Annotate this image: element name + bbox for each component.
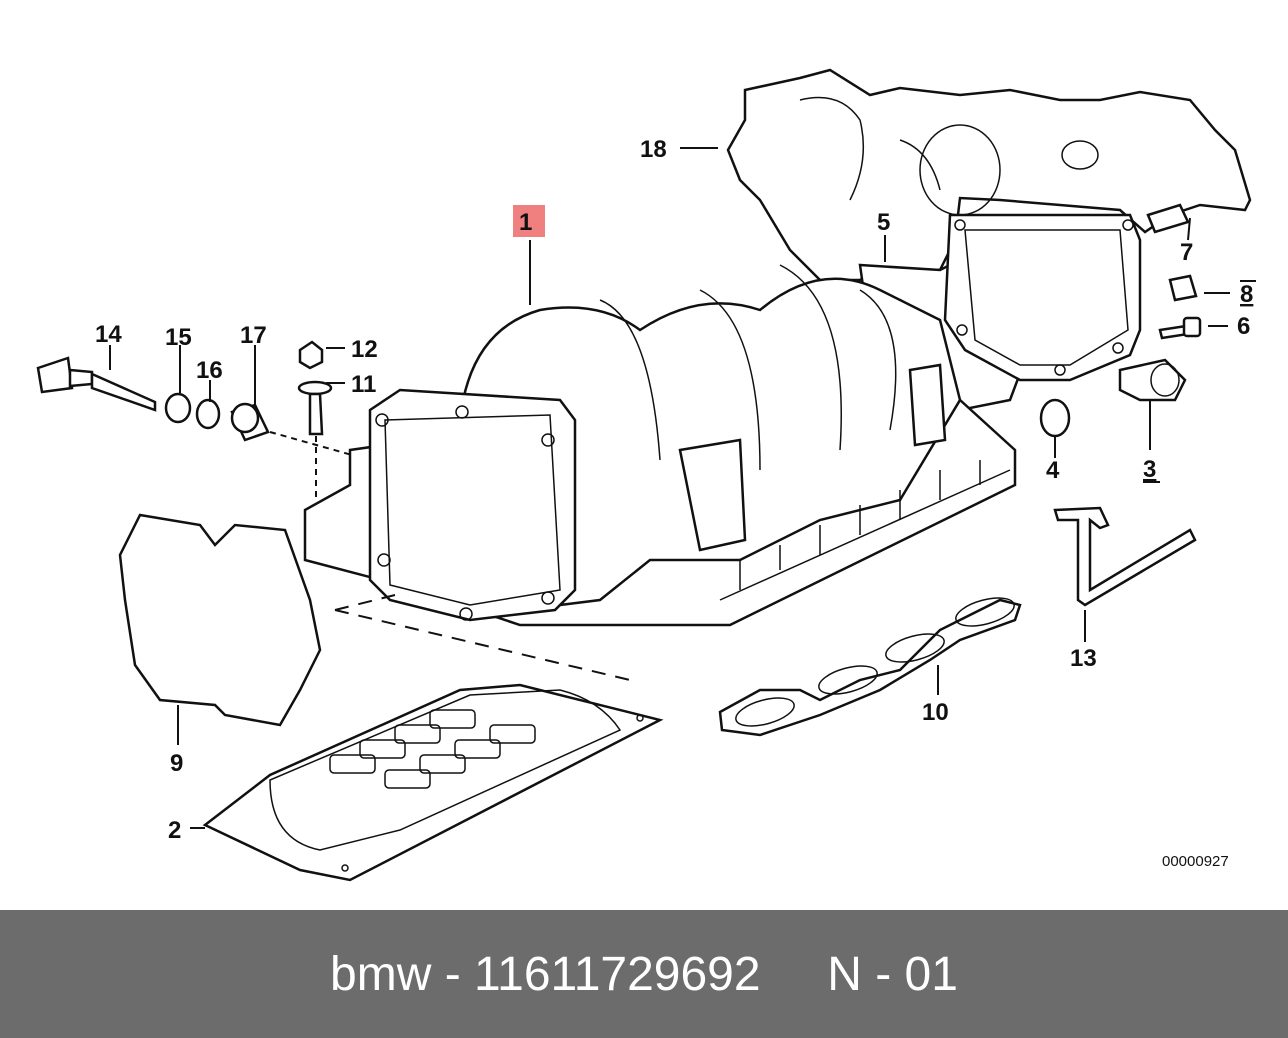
diagram-reference-code: 00000927	[1162, 853, 1229, 870]
callout-label-14: 14	[95, 321, 122, 348]
part-15-ring	[164, 392, 192, 424]
callout-label-17: 17	[240, 322, 267, 349]
part-number-caption: bmw - 11611729692 N - 01	[330, 947, 958, 1001]
callout-label-4: 4	[1046, 457, 1060, 484]
parts-diagram: 1 2 3 4 5 6 7 8 9 10 11 12 13 14 15 16 1…	[36, 68, 1256, 882]
footer-bar: bmw - 11611729692 N - 01	[0, 910, 1288, 1038]
part-4-o-ring	[1039, 398, 1071, 438]
part-12-nut	[298, 340, 324, 370]
callout-label-2: 2	[168, 817, 181, 844]
part-13-bracket	[1053, 506, 1197, 607]
callout-label-3: 3	[1143, 456, 1156, 483]
callout-label-5: 5	[877, 209, 890, 236]
part-14-sensor	[36, 356, 157, 412]
part-3-flange	[943, 213, 1187, 402]
highlight-box-1	[513, 205, 545, 237]
part-1-intake-manifold	[303, 264, 1017, 627]
callout-label-15: 15	[165, 324, 192, 351]
part-10-port-gaskets	[718, 597, 1022, 737]
part-17-sleeve	[230, 402, 270, 442]
part-11-stud	[297, 380, 333, 436]
callout-label-7: 7	[1180, 239, 1193, 266]
callout-label-18: 18	[640, 136, 667, 163]
callout-label-16: 16	[196, 357, 223, 384]
callout-label-1: 1	[519, 209, 532, 236]
callout-label-9: 9	[170, 750, 183, 777]
leader-lines	[109, 147, 1230, 829]
callout-label-12: 12	[351, 336, 378, 363]
part-8-sleeve	[1168, 274, 1198, 302]
part-6-bolt	[1158, 316, 1202, 340]
part-7-sleeve	[1146, 203, 1190, 234]
callout-label-10: 10	[922, 699, 949, 726]
part-9-gasket	[118, 513, 322, 727]
callout-label-8: 8	[1240, 281, 1253, 308]
callout-label-11: 11	[351, 371, 376, 398]
part-2-cover-plate	[202, 683, 664, 882]
part-16-ring	[195, 398, 221, 430]
diagram-canvas: 1 2 3 4 5 6 7 8 9 10 11 12 13 14 15 16 1…	[36, 68, 1256, 882]
callout-label-6: 6	[1237, 313, 1250, 340]
callout-label-13: 13	[1070, 645, 1097, 672]
